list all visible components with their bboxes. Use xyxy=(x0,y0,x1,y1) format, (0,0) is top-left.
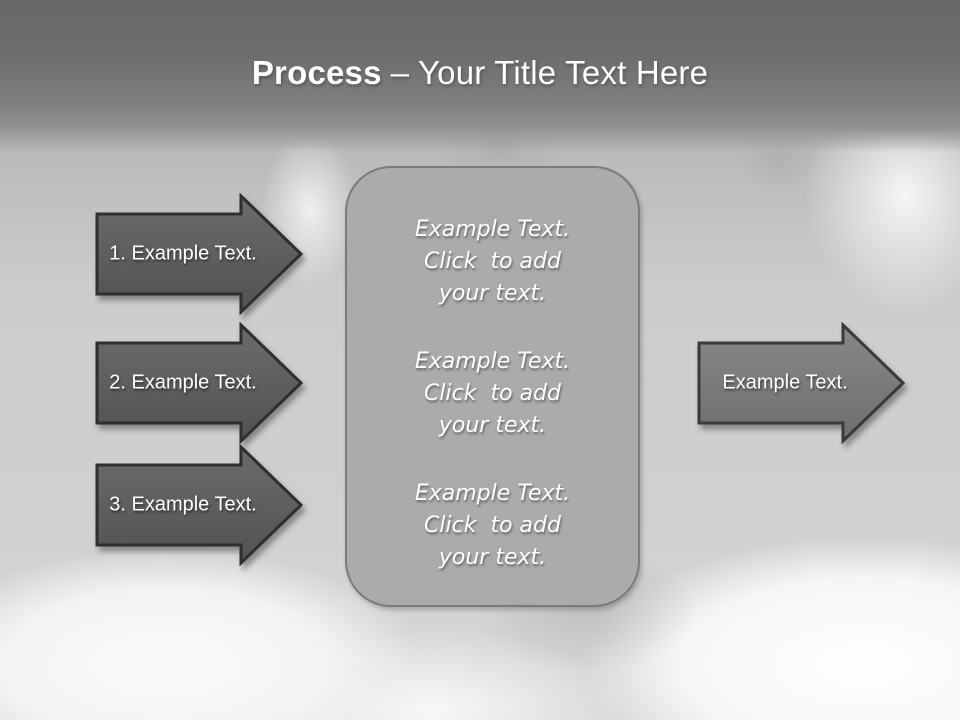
arrow-right-shape xyxy=(95,193,304,315)
process-arrow-1[interactable]: 1. Example Text. xyxy=(94,193,304,315)
arrow-right-shape xyxy=(697,322,906,444)
process-arrow-2[interactable]: 2. Example Text. xyxy=(94,322,304,444)
placeholder-line: Example Text. xyxy=(414,349,571,374)
title-keyword: Process xyxy=(251,54,382,91)
arrow-2-label: 2. Example Text. xyxy=(109,371,257,394)
placeholder-line: your text. xyxy=(438,413,547,438)
placeholder-text-1[interactable]: Example Text. Click to add your text. xyxy=(347,214,638,310)
process-arrow-3[interactable]: 3. Example Text. xyxy=(94,444,304,566)
arrow-right-shape xyxy=(95,444,304,566)
placeholder-line: Click to add xyxy=(424,249,561,274)
center-placeholder-panel[interactable]: Example Text. Click to add your text. Ex… xyxy=(345,166,640,607)
title-band: Process– Your Title Text Here xyxy=(0,0,960,152)
arrow-right-shape xyxy=(95,322,304,444)
process-arrow-result[interactable]: Example Text. xyxy=(696,322,906,444)
arrow-1-label: 1. Example Text. xyxy=(109,242,257,265)
placeholder-line: Click to add xyxy=(424,381,561,406)
placeholder-text-3[interactable]: Example Text. Click to add your text. xyxy=(347,478,638,574)
placeholder-content: Example Text. Click to add your text. Ex… xyxy=(347,168,638,574)
placeholder-text-2[interactable]: Example Text. Click to add your text. xyxy=(347,346,638,442)
placeholder-line: Example Text. xyxy=(414,481,571,506)
placeholder-line: Example Text. xyxy=(414,217,571,242)
placeholder-line: your text. xyxy=(438,545,547,570)
slide-title: Process– Your Title Text Here xyxy=(0,54,960,92)
placeholder-line: your text. xyxy=(438,281,547,306)
title-subtitle: – Your Title Text Here xyxy=(390,54,709,91)
result-arrow-label: Example Text. xyxy=(722,371,848,394)
arrow-3-label: 3. Example Text. xyxy=(109,493,257,516)
placeholder-line: Click to add xyxy=(424,513,561,538)
